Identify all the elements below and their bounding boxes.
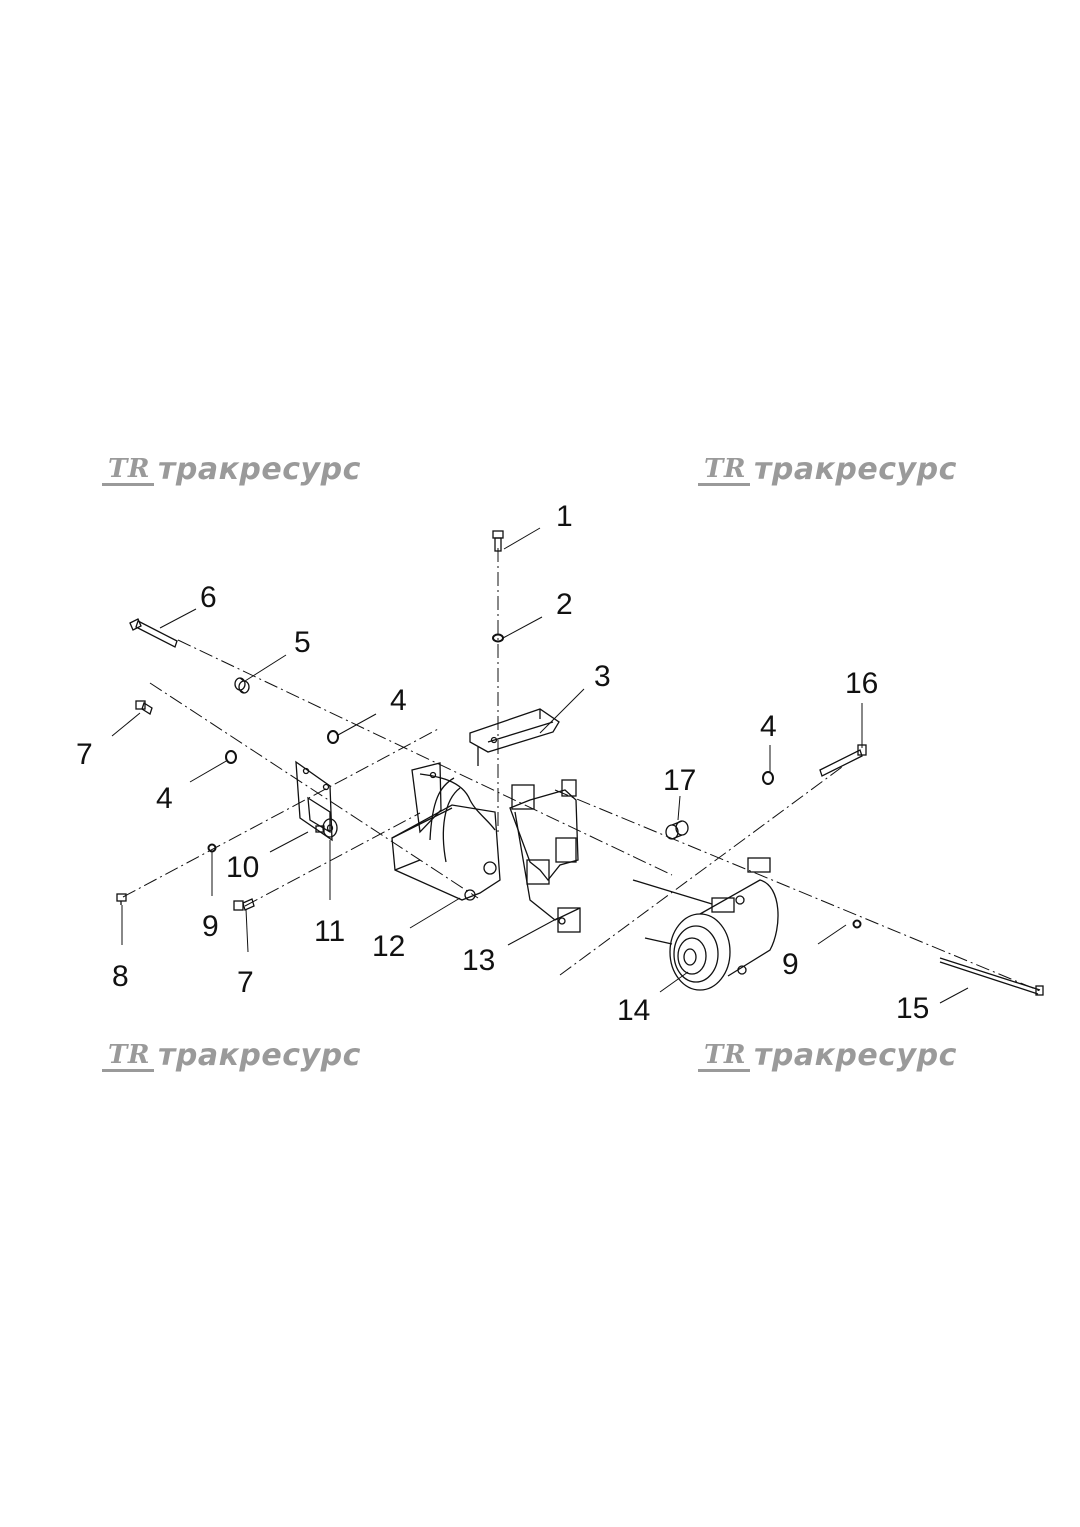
watermark-text: тракресурс [753,452,957,487]
assembly-axes [122,548,1041,992]
part-17-bushing [665,820,689,840]
callout-12: 12 [372,930,406,963]
part-8-screw [116,893,127,905]
watermark-text: тракресурс [753,1038,957,1073]
watermark-top-right: TR тракресурс [698,452,957,487]
callout-13: 13 [462,944,496,977]
watermark-logo: TR [102,453,154,486]
callout-5: 5 [294,626,311,659]
callout-16: 16 [845,667,879,700]
callout-14: 14 [617,994,651,1027]
callout-4: 4 [760,710,777,743]
part-10-plate [295,760,333,842]
callout-4: 4 [390,684,407,717]
callout-17: 17 [663,764,697,797]
callout-8: 8 [112,960,129,993]
callout-9: 9 [202,910,219,943]
part-9-nut [852,919,862,929]
part-13-support-bracket [509,779,581,933]
callout-4: 4 [156,782,173,815]
part-9-nut [207,843,217,853]
part-5-spacer [234,677,250,694]
part-15-stud [939,957,1044,996]
callout-7: 7 [76,738,93,771]
callout-1: 1 [556,500,573,533]
part-7-bolt [233,898,255,911]
callout-9: 9 [782,948,799,981]
callout-7: 7 [237,966,254,999]
leader-lines [111,527,969,1004]
part-14-compressor [632,857,779,991]
part-4-washer [327,730,339,744]
callout-11: 11 [314,915,346,948]
watermark-top-left: TR тракресурс [102,452,361,487]
part-3-bracket [469,708,560,766]
watermark-logo: TR [102,1039,154,1072]
callout-3: 3 [594,660,611,693]
watermark-bottom-left: TR тракресурс [102,1038,361,1073]
part-6-bolt [129,618,178,648]
watermark-text: тракресурс [157,452,361,487]
callout-10: 10 [226,851,260,884]
part-12-main-bracket [391,762,501,901]
part-7-bolt [135,700,153,715]
callout-15: 15 [896,992,930,1025]
part-4-washer [225,750,237,764]
callout-6: 6 [200,581,217,614]
watermark-logo: TR [698,453,750,486]
part-4-washer [762,771,774,785]
part-1-bolt [492,530,504,552]
part-11-washer [322,818,338,838]
part-2-washer [492,633,504,643]
watermark-text: тракресурс [157,1038,361,1073]
part-16-bolt [819,744,867,777]
watermark-logo: TR [698,1039,750,1072]
watermark-bottom-right: TR тракресурс [698,1038,957,1073]
callout-2: 2 [556,588,573,621]
